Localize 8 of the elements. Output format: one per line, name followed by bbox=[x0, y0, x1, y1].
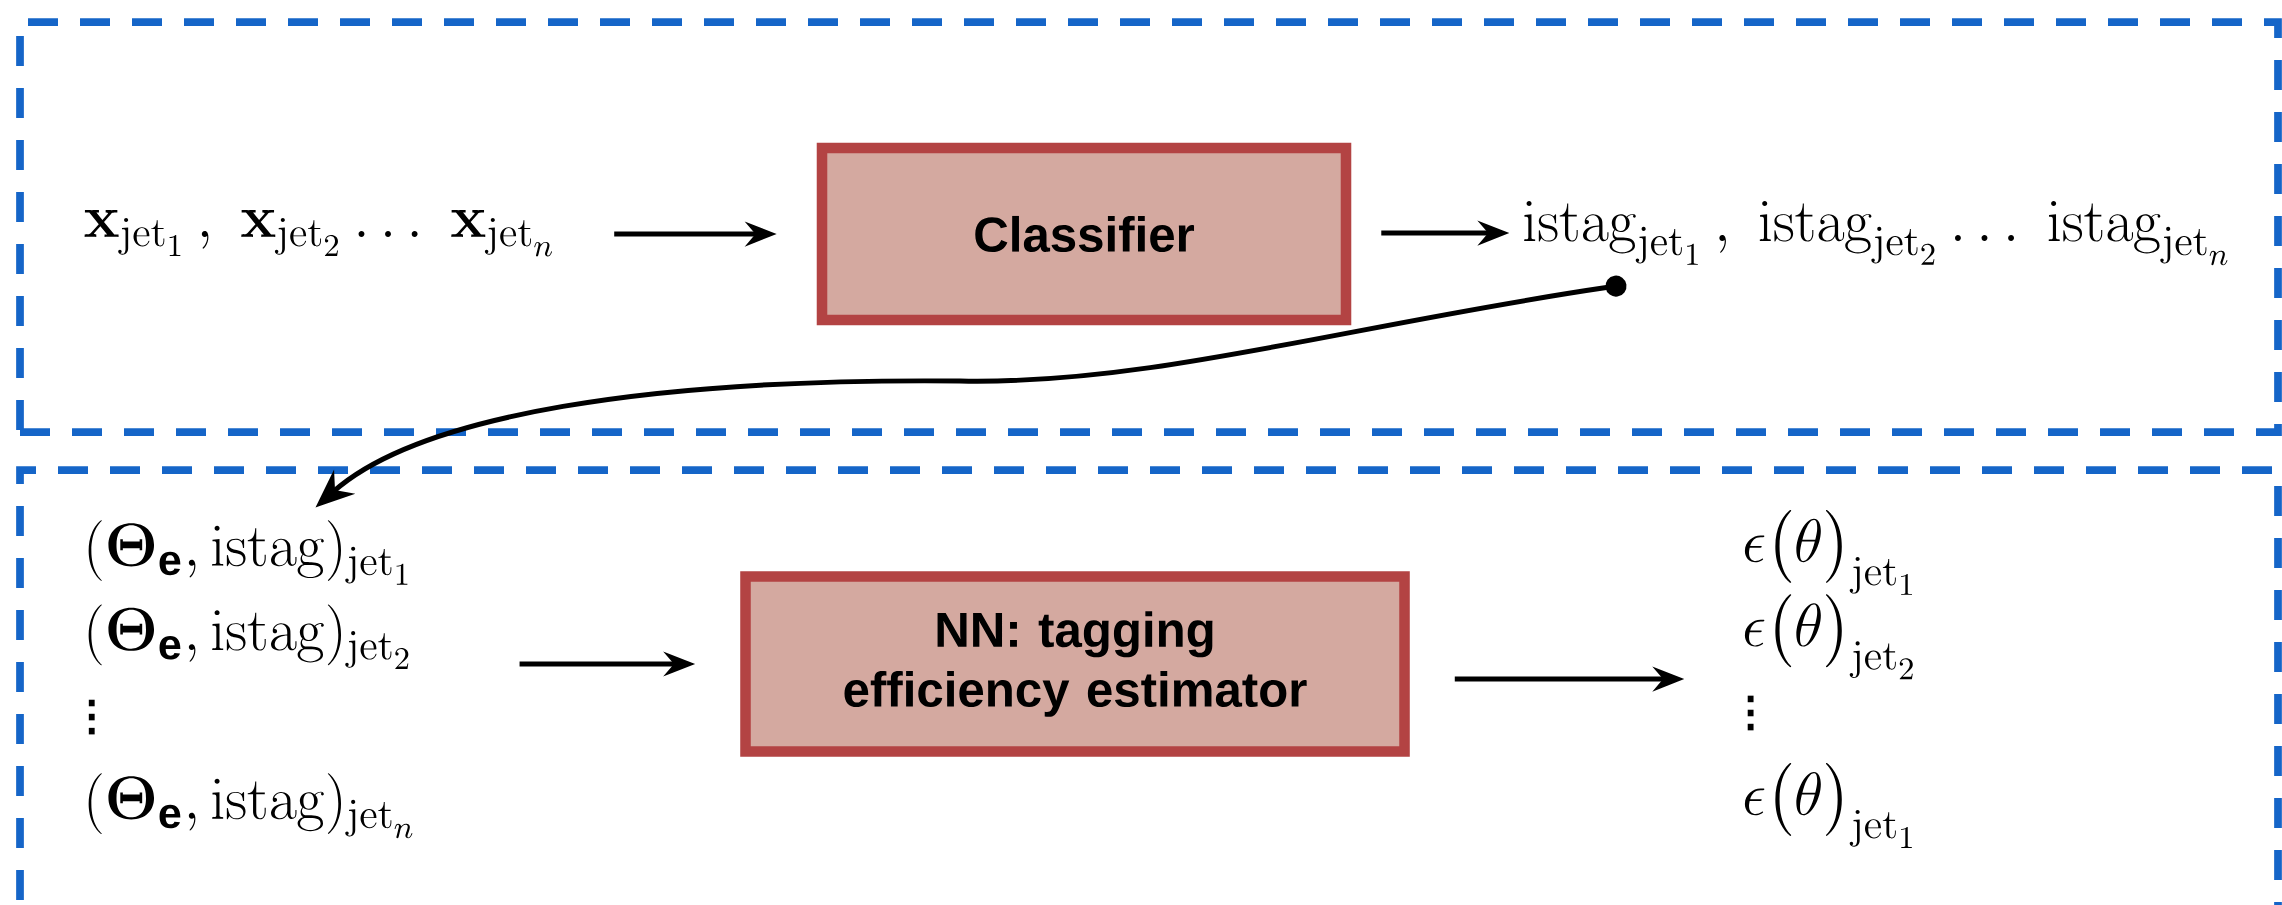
formula-text: $\mathrm{istag}_{\mathrm{jet}_1}\,,\ \mathrm{istag}_{\mathrm{jet}_2}\dots\ \mathrm{istag}_{\mathrm{jet}_n}$ bbox=[1524, 201, 2228, 266]
process-box: NN: tagging efficiency estimator bbox=[740, 571, 1410, 757]
formula-text: $\mathbf{x}_{\mathrm{jet}_1}\,,\ \mathbf{x}_{\mathrm{jet}_2}\dots\ \mathbf{x}_{\mathrm{jet}_n}$ bbox=[84, 210, 553, 257]
process-box: Classifier bbox=[816, 142, 1352, 326]
dashed-band bbox=[16, 18, 2282, 436]
formula-list: $(\mathbf{\Theta}_{\textbf{e}},\mathrm{istag})_{\mathrm{jet}_1}$ $(\mathbf{\Theta}_{\textbf{e}},\mathrm{istag})_{\mathrm{jet}_2}$ $\vdots$ $(\mathbf{\Theta}_{\textbf{e}},\mathrm{istag})_{\mathrm{jet}_n}$ bbox=[88, 520, 413, 839]
formula-list: $\epsilon\big(\theta\big)_{\mathrm{jet}_1}$ $\epsilon\big(\theta\big)_{\mathrm{jet}_2}$ $\vdots$ $\epsilon\big(\theta\big)_{\mathrm{jet}_1}$ bbox=[1744, 510, 1913, 848]
dashed-band bbox=[16, 466, 2282, 905]
